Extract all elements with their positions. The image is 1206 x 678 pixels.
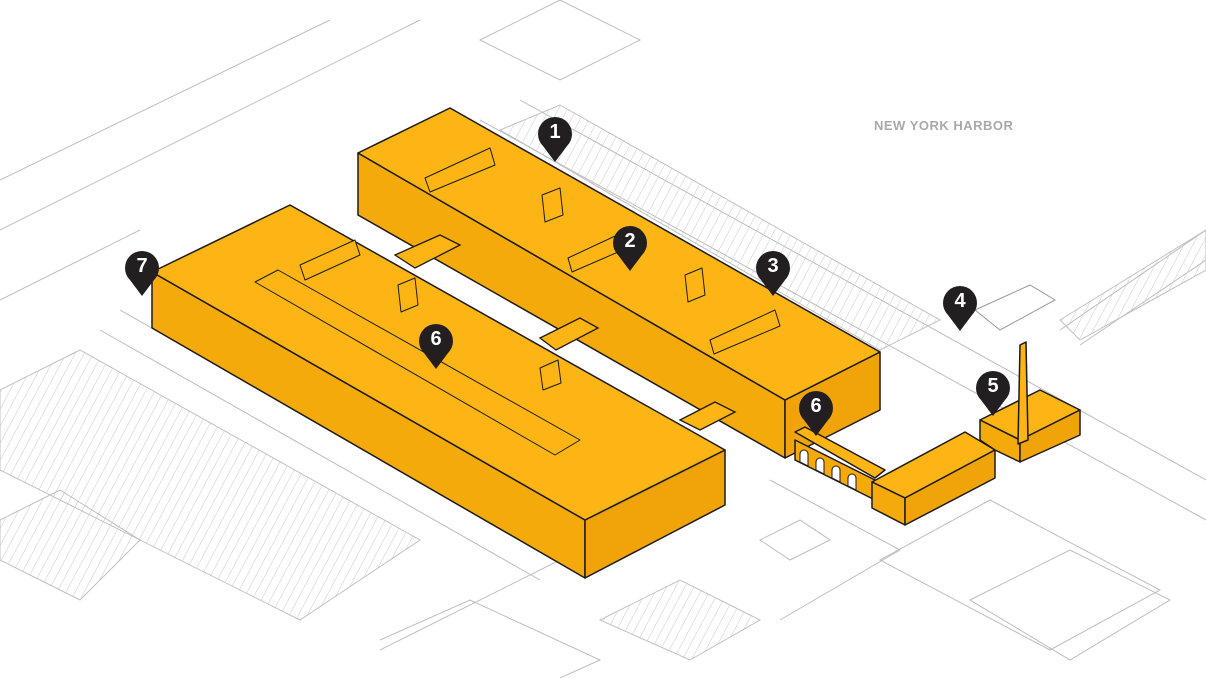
pin-icon [976,370,1010,416]
map-marker-1[interactable]: 1 [536,115,574,163]
pin-icon [613,225,647,271]
parking-lots [0,104,1206,661]
pin-icon [538,116,572,162]
pin-icon [799,390,833,436]
map-marker-5[interactable]: 5 [974,369,1012,417]
pin-icon [943,285,977,331]
pin-icon [419,323,453,369]
pin-icon [756,250,790,296]
map-marker-4[interactable]: 4 [941,284,979,332]
map-marker-7[interactable]: 7 [123,249,161,297]
arches [799,449,857,491]
connecting-bridges [393,234,737,431]
map-marker-3[interactable]: 3 [754,249,792,297]
map-marker-6-south[interactable]: 6 [417,322,455,370]
water-label: NEW YORK HARBOR [874,118,1014,133]
terminal-pier [974,284,1057,331]
pin-icon [125,250,159,296]
map-marker-2[interactable]: 2 [611,224,649,272]
map-marker-6-east[interactable]: 6 [797,389,835,437]
